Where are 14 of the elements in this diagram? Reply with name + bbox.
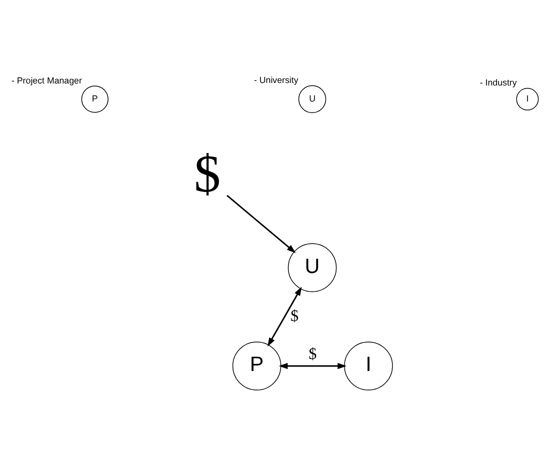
node-label: - Industry bbox=[480, 77, 517, 88]
node-circle: I bbox=[516, 87, 539, 110]
node-circle: P bbox=[81, 85, 108, 112]
node-circle: P bbox=[232, 341, 282, 390]
node-circle: I bbox=[344, 341, 393, 390]
arrow bbox=[226, 194, 296, 253]
node-label: - Project Manager bbox=[11, 75, 82, 86]
node-circle: U bbox=[298, 84, 326, 113]
node-label: - University bbox=[254, 74, 298, 85]
edge-label: $ bbox=[290, 306, 299, 324]
node-text: $ bbox=[194, 144, 221, 204]
edge-label: $ bbox=[308, 344, 317, 363]
arrow bbox=[278, 362, 347, 369]
arrow bbox=[268, 286, 302, 346]
